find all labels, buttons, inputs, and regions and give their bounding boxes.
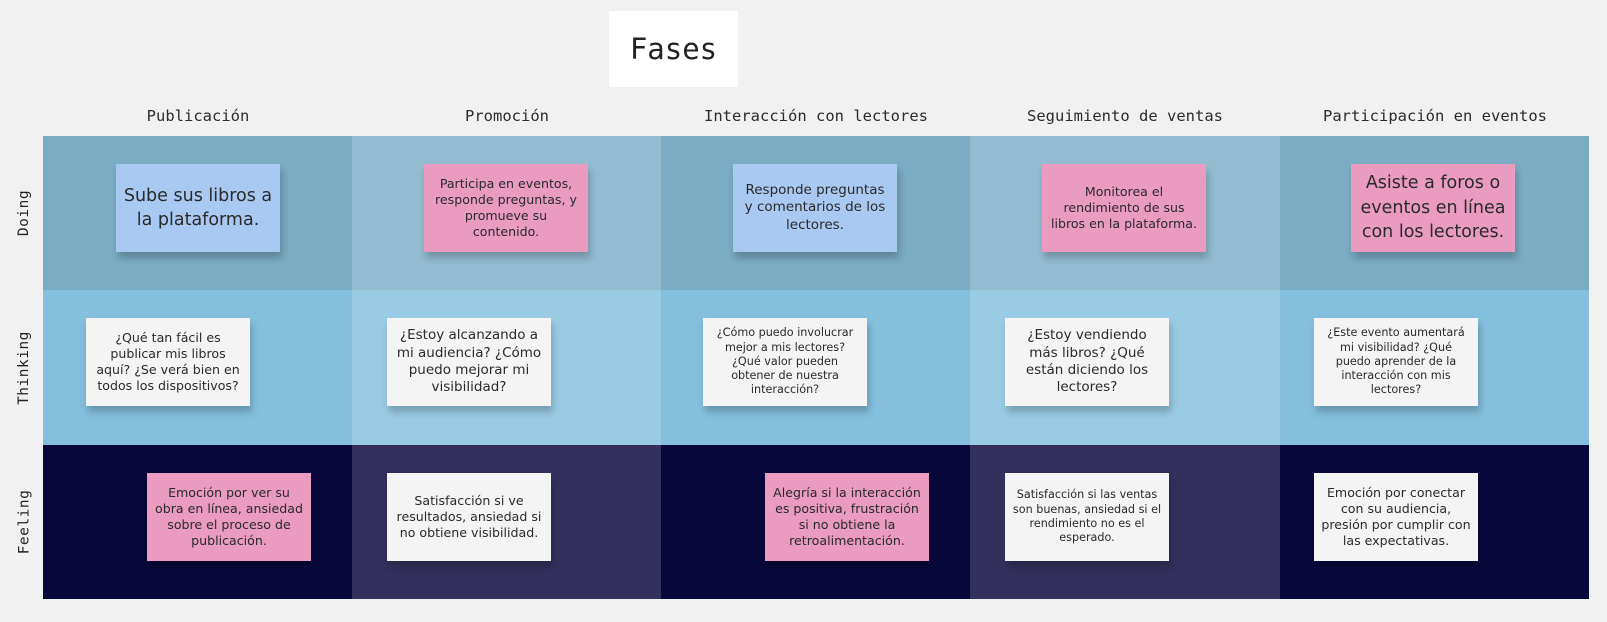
sticky-note-doing-publicacion[interactable]: Sube sus libros a la plataforma.	[116, 164, 280, 252]
column-header-participacion: Participación en eventos	[1323, 107, 1547, 125]
sticky-note-feeling-interaccion[interactable]: Alegría si la interacción es positiva, f…	[765, 473, 929, 561]
sticky-note-thinking-seguimiento[interactable]: ¿Estoy vendiendo más libros? ¿Qué están …	[1005, 318, 1169, 406]
row-label-doing: Doing	[16, 189, 32, 237]
column-header-seguimiento: Seguimiento de ventas	[1027, 107, 1223, 125]
phases-title: Fases	[609, 11, 738, 87]
row-label-feeling: Feeling	[16, 489, 33, 555]
column-header-publicacion: Publicación	[146, 107, 250, 125]
sticky-note-doing-seguimiento[interactable]: Monitorea el rendimiento de sus libros e…	[1042, 164, 1206, 252]
sticky-note-feeling-publicacion[interactable]: Emoción por ver su obra en línea, ansied…	[147, 473, 311, 561]
sticky-note-feeling-seguimiento[interactable]: Satisfacción si las ventas son buenas, a…	[1005, 473, 1169, 561]
sticky-note-thinking-promocion[interactable]: ¿Estoy alcanzando a mi audiencia? ¿Cómo …	[387, 318, 551, 406]
row-label-thinking: Thinking	[16, 330, 32, 405]
sticky-note-thinking-publicacion[interactable]: ¿Qué tan fácil es publicar mis libros aq…	[86, 318, 250, 406]
sticky-note-thinking-interaccion[interactable]: ¿Cómo puedo involucrar mejor a mis lecto…	[703, 318, 867, 406]
sticky-note-feeling-participacion[interactable]: Emoción por conectar con su audiencia, p…	[1314, 473, 1478, 561]
sticky-note-feeling-promocion[interactable]: Satisfacción si ve resultados, ansiedad …	[387, 473, 551, 561]
sticky-note-doing-participacion[interactable]: Asiste a foros o eventos en línea con lo…	[1351, 164, 1515, 252]
sticky-note-doing-interaccion[interactable]: Responde preguntas y comentarios de los …	[733, 164, 897, 252]
column-header-promocion: Promoción	[465, 107, 549, 125]
sticky-note-doing-promocion[interactable]: Participa en eventos, responde preguntas…	[424, 164, 588, 252]
sticky-note-thinking-participacion[interactable]: ¿Este evento aumentará mi visibilidad? ¿…	[1314, 318, 1478, 406]
column-header-interaccion: Interacción con lectores	[704, 107, 928, 125]
